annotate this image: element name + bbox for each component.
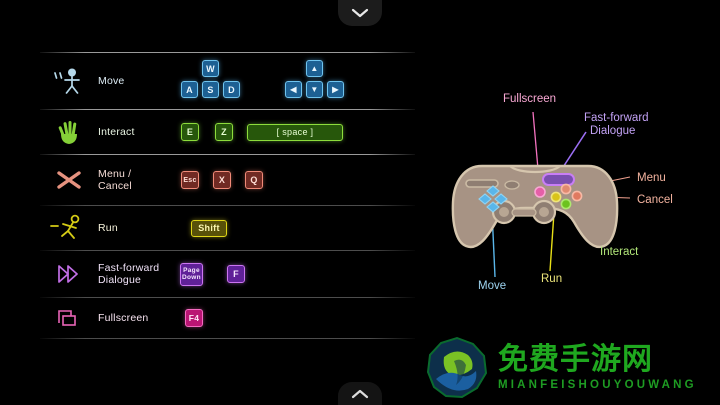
table-row-run: Run Shift	[40, 206, 415, 250]
key-f4[interactable]: F4	[185, 309, 203, 327]
open-hand-icon	[58, 121, 77, 144]
callout-label-run: Run	[541, 273, 562, 285]
dpad-move-buttons	[478, 185, 508, 213]
key-z[interactable]: Z	[215, 123, 233, 141]
key-w[interactable]: W	[202, 60, 219, 77]
gamepad-body	[451, 164, 619, 249]
key-d[interactable]: D	[223, 81, 240, 98]
chevron-up-icon	[351, 389, 369, 398]
table-row-fullscreen: Fullscreen F4	[40, 298, 415, 338]
overlapping-windows-icon	[58, 310, 76, 326]
callout-label-interact: Interact	[600, 246, 639, 258]
x-cross-icon	[57, 171, 81, 189]
callout-label-move: Move	[478, 280, 506, 292]
callout-label-cancel: Cancel	[637, 194, 673, 206]
key-s[interactable]: S	[202, 81, 219, 98]
key-arrow-up[interactable]: ▲	[306, 60, 323, 77]
move-icon-cell	[40, 64, 98, 98]
callout-label-fast-forward-line1: Fast-forward	[584, 112, 649, 124]
table-row-move: Move W A S D ▲ ◀ ▼ ▶	[40, 53, 415, 109]
fast-forward-keys-cell: Page Down F	[180, 262, 415, 286]
fullscreen-keys-cell: F4	[180, 309, 415, 327]
table-divider	[40, 338, 415, 339]
key-arrow-left[interactable]: ◀	[285, 81, 302, 98]
run-keys-cell: Shift	[180, 219, 415, 237]
key-x[interactable]: X	[213, 171, 231, 189]
keyboard-bindings-table: Move W A S D ▲ ◀ ▼ ▶	[40, 52, 415, 339]
row-label-ff-line2: Dialogue	[98, 274, 142, 286]
collapse-panel-button[interactable]	[338, 0, 382, 26]
row-label-fullscreen: Fullscreen	[98, 311, 149, 324]
key-f[interactable]: F	[227, 265, 245, 283]
callout-label-fast-forward-line2: Dialogue	[590, 125, 635, 137]
watermark-text: 免费手游网 MIANFEISHOUYOUWANG	[498, 344, 697, 392]
running-stick-figure-icon	[50, 214, 80, 239]
row-label-fast-forward: Fast-forward Dialogue	[98, 262, 180, 287]
table-divider	[40, 154, 415, 155]
menu-cancel-keys-cell: Esc X Q	[180, 171, 415, 189]
wasd-key-group: W A S D	[180, 60, 242, 102]
key-arrow-down[interactable]: ▼	[306, 81, 323, 98]
double-chevron-forward-icon	[58, 265, 78, 283]
row-label-interact: Interact	[98, 125, 135, 138]
table-row-fast-forward: Fast-forward Dialogue Page Down F	[40, 251, 415, 297]
interact-icon-cell	[40, 117, 98, 147]
table-row-menu-cancel: Menu / Cancel Esc X Q	[40, 155, 415, 205]
row-label-menu-line2: Cancel	[98, 180, 132, 192]
table-divider	[40, 52, 415, 53]
key-a[interactable]: A	[181, 81, 198, 98]
pad-button-cancel	[571, 190, 583, 202]
callout-label-menu: Menu	[637, 172, 666, 184]
table-row-interact: Interact E Z [ space ]	[40, 110, 415, 154]
table-divider	[40, 205, 415, 206]
pad-button-menu	[560, 183, 572, 195]
row-label-move: Move	[98, 74, 125, 87]
row-label-ff-line1: Fast-forward	[98, 261, 160, 274]
site-watermark: 免费手游网 MIANFEISHOUYOUWANG	[424, 334, 714, 402]
table-divider	[40, 250, 415, 251]
callout-label-fullscreen: Fullscreen	[503, 93, 556, 105]
move-keys-cell: W A S D ▲ ◀ ▼ ▶	[180, 60, 415, 102]
row-label-menu-line1: Menu /	[98, 167, 132, 180]
gamepad-controller-diagram: Fullscreen Fast-forward Dialogue Menu Ca…	[440, 70, 715, 315]
mountain-logo-icon	[426, 336, 488, 399]
arrow-key-group: ▲ ◀ ▼ ▶	[285, 60, 345, 102]
watermark-chinese: 免费手游网	[498, 342, 653, 377]
key-e[interactable]: E	[181, 123, 199, 141]
chevron-down-icon	[351, 8, 369, 18]
pad-button-run	[550, 191, 562, 203]
expand-panel-button[interactable]	[338, 382, 382, 405]
interact-keys-cell: E Z [ space ]	[180, 123, 415, 141]
run-icon-cell	[40, 212, 98, 244]
key-q[interactable]: Q	[245, 171, 263, 189]
pad-button-interact	[560, 198, 572, 210]
row-label-run: Run	[98, 221, 118, 234]
key-esc[interactable]: Esc	[181, 171, 199, 189]
table-divider	[40, 109, 415, 110]
key-page-down[interactable]: Page Down	[180, 262, 203, 286]
fast-forward-icon-cell	[40, 261, 98, 287]
row-label-menu-cancel: Menu / Cancel	[98, 168, 180, 193]
walking-stick-figure-icon	[54, 68, 80, 94]
menu-cancel-icon-cell	[40, 165, 98, 195]
fullscreen-icon-cell	[40, 305, 98, 331]
key-shift[interactable]: Shift	[191, 219, 227, 237]
pad-button-fullscreen	[534, 186, 546, 198]
watermark-pinyin: MIANFEISHOUYOUWANG	[498, 379, 697, 391]
key-page-down-line2: Down	[182, 274, 201, 281]
table-divider	[40, 297, 415, 298]
key-arrow-right[interactable]: ▶	[327, 81, 344, 98]
key-space[interactable]: [ space ]	[247, 123, 343, 141]
key-page-down-line1: Page	[183, 266, 200, 274]
